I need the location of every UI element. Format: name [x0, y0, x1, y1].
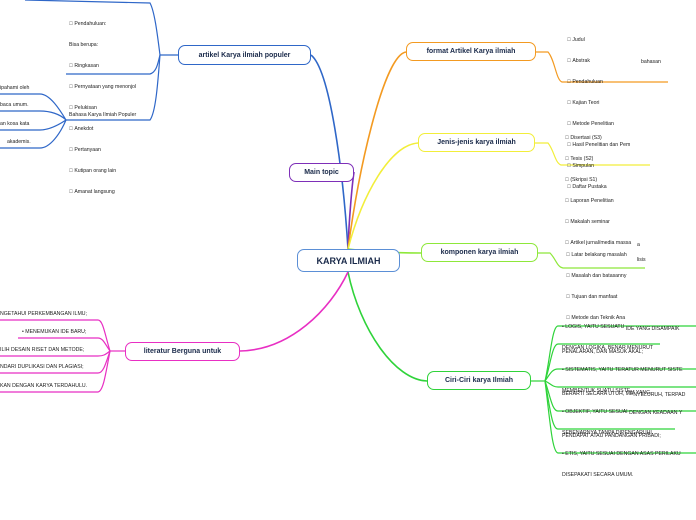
komponen-item:  Tujuan dan manfaat	[566, 294, 617, 300]
format-label: format Artikel Karya ilmiah	[426, 48, 516, 55]
connector-literatur	[239, 271, 349, 352]
pendahuluan-line:  Pertanyaan	[69, 147, 101, 153]
bahasa-item[interactable]: an kosa kata	[0, 121, 30, 127]
jenis-item:  (Skripsi S1)	[565, 177, 597, 183]
bahasa-item[interactable]: ipahami oleh	[0, 85, 30, 91]
format-item:  Pendahuluan	[567, 79, 603, 85]
ciri-text: • SISTEMATIS, YAITU TERATUR MENURUT SIST…	[562, 367, 683, 373]
ciri-text: • LOGIS, YAITU SESUATU	[562, 324, 626, 330]
literatur-item[interactable]: NGETAHUI PERKEMBANGAN ILMU;	[0, 311, 87, 317]
pendahuluan-line: Bisa berupa:	[69, 42, 99, 48]
literatur-node[interactable]: literatur Berguna untuk	[125, 342, 240, 361]
ciri-text: IDE YANG DISAMPAIK	[625, 326, 680, 332]
ciri-text: DENGAN LOGIKA, BENAR MENURUT	[562, 345, 654, 351]
ciri-text: BERARTI SECARA UTUH, ME	[562, 391, 634, 397]
artikel-label: artikel Karya ilmiah populer	[198, 51, 291, 59]
format-item:  Abstrak	[567, 58, 590, 64]
pendahuluan-line:  Pelukisan	[69, 105, 97, 111]
format-item:  Simpulan	[567, 163, 594, 169]
jenis-item:  Disertasi (S3)	[565, 135, 602, 141]
main-topic-node[interactable]: Main topic	[289, 163, 354, 182]
central-topic-label: KARYA ILMIAH	[316, 255, 381, 266]
komponen-item:  Metode dan Teknik Ana	[566, 315, 625, 321]
komponen-label: komponen karya ilmiah	[440, 249, 519, 256]
format-item:  Metode Penelitian	[567, 121, 614, 127]
komponen-list[interactable]:  Latar belakang masalah  Masalah dan b…	[566, 238, 627, 329]
format-item:  Daftar Pustaka	[567, 184, 607, 190]
pendahuluan-line:  Anekdot	[69, 126, 93, 132]
literatur-item[interactable]: • MENEMUKAN IDE BARU;	[22, 329, 87, 335]
ciri-text: • OBJEKTIF, YAITU SESUAI	[562, 409, 630, 415]
ciri-text: DENGAN KEADAAN Y	[629, 410, 683, 416]
pendahuluan-line:  Amanat langsung	[69, 189, 115, 195]
pendahuluan-note[interactable]:  Pendahuluan: Bisa berupa:  Ringkasan …	[69, 7, 136, 203]
ciri-text: M YANG	[630, 390, 651, 396]
connector-format	[347, 51, 407, 250]
bahasa-item[interactable]: akademis.	[7, 139, 31, 145]
ciri-item-logis[interactable]: • LOGIS, YAITU SESUATU IDE YANG DISAMPAI…	[562, 310, 679, 359]
format-list[interactable]:  Judul  Abstrak  Pendahuluan  Kajian…	[567, 23, 630, 198]
format-overflow: bahasan	[641, 59, 661, 65]
format-node[interactable]: format Artikel Karya ilmiah	[406, 42, 536, 61]
ciri-text: DISEPAKATI SECARA UMUM.	[562, 472, 634, 478]
komponen-overflow: a	[637, 242, 640, 248]
ciri-text: NYELURUH, TERPAD	[633, 392, 686, 398]
central-topic-node[interactable]: KARYA ILMIAH	[297, 249, 400, 272]
ciri-item-pendapat[interactable]: PENDAPAT ATAU PANDANGAN PRIBADI;	[562, 419, 661, 447]
literatur-item[interactable]: NDARI DUPLIKASI DAN PLAGIASI;	[0, 364, 84, 370]
ciri-item-objektif[interactable]: • OBJEKTIF, YAITU SESUAI DENGAN KEADAAN …	[562, 395, 682, 444]
ciri-item-penalaran[interactable]: PENALARAN, DAN MASUK AKAL;	[562, 335, 643, 363]
jenis-list[interactable]:  Disertasi (S3)  Tesis (S2)  (Skripsi…	[565, 121, 631, 254]
jenis-node[interactable]: Jenis-jenis karya ilmiah	[418, 133, 535, 152]
connector-ciri	[347, 271, 428, 382]
format-item:  Hasil Penelitian dan Pem	[567, 142, 630, 148]
main-topic-label: Main topic	[304, 169, 339, 176]
format-item:  Kajian Teori	[567, 100, 599, 106]
komponen-item:  Masalah dan batasanny	[566, 273, 626, 279]
connector-jenis	[347, 142, 419, 250]
jenis-label: Jenis-jenis karya ilmiah	[437, 139, 516, 146]
jenis-item:  Tesis (S2)	[565, 156, 593, 162]
pendahuluan-line:  Ringkasan	[69, 63, 99, 69]
jenis-item:  Artikel jurnal/media massa	[565, 240, 631, 246]
pendahuluan-line:  Pernyataan yang menonjol	[69, 84, 136, 90]
ciri-node[interactable]: Ciri-Ciri karya Ilmiah	[427, 371, 531, 390]
pendahuluan-line:  Kutipan orang lain	[69, 168, 116, 174]
format-item:  Judul	[567, 37, 585, 43]
komponen-overflow: lisis	[637, 257, 646, 263]
ciri-text: PENALARAN, DAN MASUK AKAL;	[562, 349, 644, 355]
komponen-node[interactable]: komponen karya ilmiah	[421, 243, 538, 262]
ciri-item-sistematis[interactable]: • SISTEMATIS, YAITU TERATUR MENURUT SIST…	[562, 353, 683, 402]
pendahuluan-line:  Pendahuluan:	[69, 21, 106, 27]
connector-artikel	[310, 54, 349, 250]
literatur-item[interactable]: KAN DENGAN KARYA TERDAHULU.	[0, 383, 88, 389]
ciri-text: PENDAPAT ATAU PANDANGAN PRIBADI;	[562, 433, 661, 439]
ciri-item-etis[interactable]: • ETIS, YAITU SESUAI DENGAN ASAS PERILAK…	[562, 437, 681, 486]
ciri-item-utuh[interactable]: BERARTI SECARA UTUH, MENYELURUH, TERPAD	[562, 377, 685, 405]
ciri-text: • ETIS, YAITU SESUAI DENGAN ASAS PERILAK…	[562, 451, 681, 457]
literatur-item[interactable]: ILIH DESAIN RISET DAN METODE;	[0, 347, 85, 353]
bahasa-item[interactable]: baca umum.	[0, 102, 29, 108]
literatur-label: literatur Berguna untuk	[143, 348, 222, 355]
ciri-text: MEMBENTUK SUATU SISTE	[562, 388, 631, 394]
bahasa-subtopic[interactable]: Bahasa Karya Ilmiah Populer	[69, 112, 137, 118]
ciri-text: SEBENARNYA TANPA DIPENGARUHI	[562, 430, 652, 436]
ciri-label: Ciri-Ciri karya Ilmiah	[444, 377, 514, 384]
jenis-item:  Laporan Penelitian	[565, 198, 614, 204]
artikel-node[interactable]: artikel Karya ilmiah populer	[178, 45, 311, 65]
jenis-item:  Makalah seminar	[565, 219, 610, 225]
komponen-item:  Latar belakang masalah	[566, 252, 627, 258]
